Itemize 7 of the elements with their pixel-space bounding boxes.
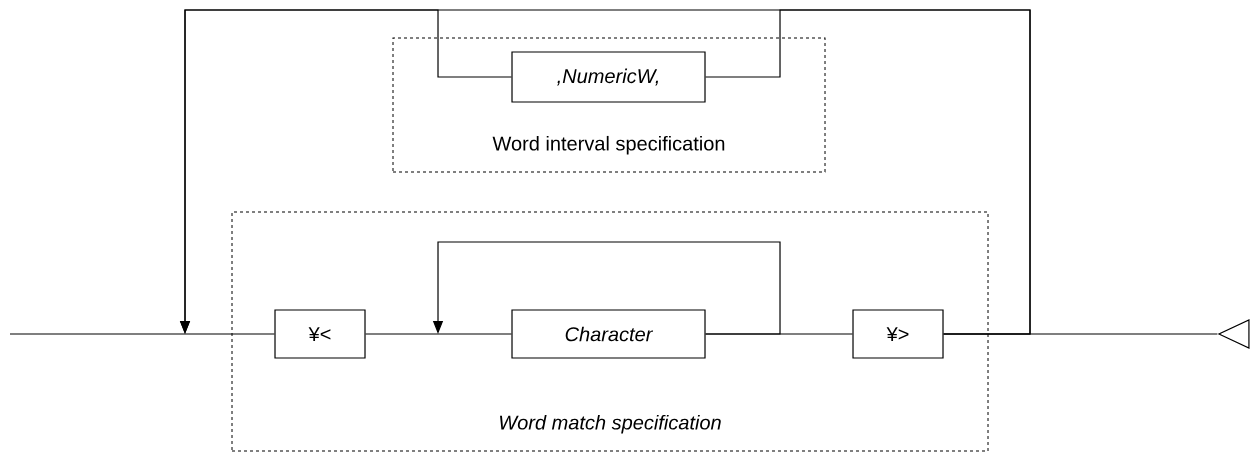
connector xyxy=(365,333,512,335)
connector xyxy=(9,333,275,335)
terminal-box: ¥> xyxy=(852,309,944,359)
terminal-box: Character xyxy=(511,309,706,359)
terminal-box: ¥< xyxy=(274,309,366,359)
connector xyxy=(705,9,1031,335)
terminal-box: ,NumericW, xyxy=(511,51,706,103)
